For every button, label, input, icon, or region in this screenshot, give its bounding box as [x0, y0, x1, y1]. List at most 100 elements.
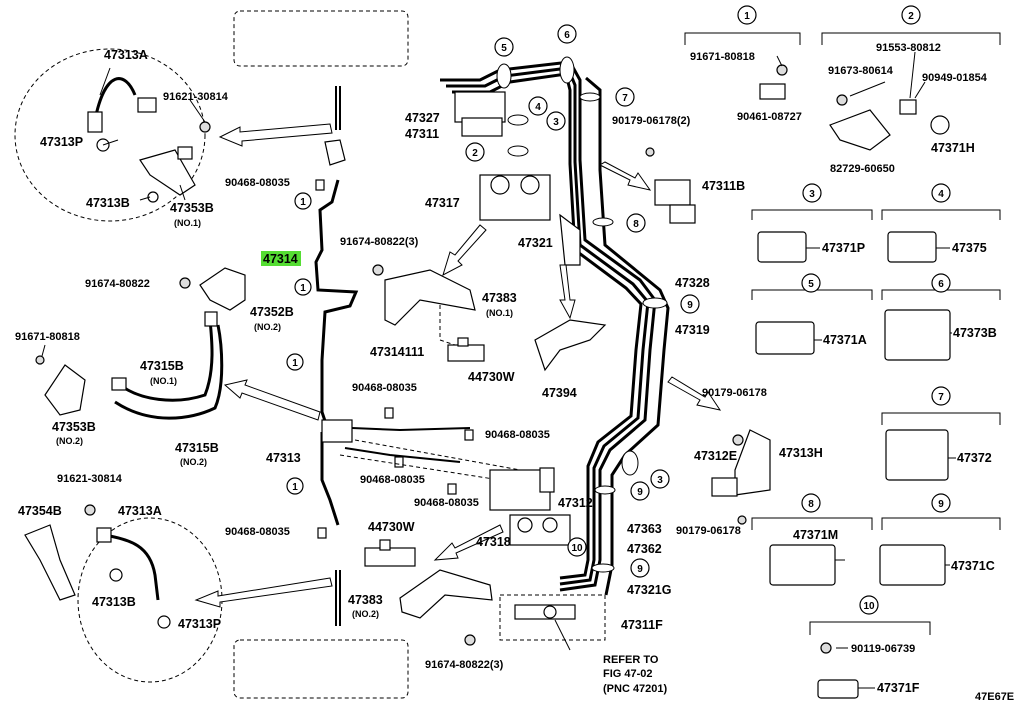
clip-47313B-top [147, 191, 159, 203]
svg-text:1: 1 [292, 358, 298, 369]
svg-text:10: 10 [863, 601, 875, 612]
label-91674-80822-a[interactable]: 91674-80822 [85, 278, 150, 290]
label-47352B[interactable]: 47352B [250, 305, 294, 319]
key-label-47371A[interactable]: 47371A [823, 333, 867, 347]
label-47313P-b[interactable]: 47313P [178, 617, 221, 631]
clip-47371M [769, 544, 836, 586]
key10-clip [817, 642, 859, 699]
arrow-to-bracket [442, 224, 487, 277]
label-47313P-top[interactable]: 47313P [40, 135, 83, 149]
bracket-47354B [24, 524, 76, 601]
bracket-47321 [559, 213, 581, 266]
svg-text:9: 9 [637, 564, 643, 575]
label-47314[interactable]: 47314 [263, 252, 298, 266]
label-47313A-b[interactable]: 47313A [118, 504, 162, 518]
label-47313A-top[interactable]: 47313A [104, 48, 148, 62]
label-47314111[interactable]: 47314111 [370, 345, 424, 359]
label-no1-b: (NO.1) [150, 376, 177, 386]
label-47313B-top[interactable]: 47313B [86, 196, 130, 210]
label-47312[interactable]: 47312 [558, 496, 593, 510]
label-47319[interactable]: 47319 [675, 323, 710, 337]
svg-text:1: 1 [292, 482, 298, 493]
label-90468-08035-c[interactable]: 90468-08035 [485, 429, 550, 441]
label-90179-06178-a[interactable]: 90179-06178 [702, 387, 767, 399]
svg-text:3: 3 [809, 189, 815, 200]
label-47311[interactable]: 47311 [405, 127, 439, 141]
key-label-47375[interactable]: 47375 [952, 241, 987, 255]
label-47321G[interactable]: 47321G [627, 583, 671, 597]
bolt-91621-bottom [84, 504, 96, 516]
svg-text:1: 1 [300, 197, 306, 208]
label-47362[interactable]: 47362 [627, 542, 662, 556]
label-47327[interactable]: 47327 [405, 111, 440, 125]
label-47353B-b[interactable]: 47353B [52, 420, 96, 434]
key-label-91671-80818[interactable]: 91671-80818 [690, 51, 755, 63]
label-refer-2: FIG 47-02 [603, 668, 653, 680]
label-refer-3: (PNC 47201) [603, 683, 668, 695]
label-91671-80818[interactable]: 91671-80818 [15, 331, 80, 343]
label-47321[interactable]: 47321 [518, 236, 553, 250]
svg-text:8: 8 [808, 499, 814, 510]
key-panel: 1 2 3 4 5 6 7 8 9 10 [684, 5, 1001, 699]
arrow-to-47311B [598, 161, 652, 191]
key-label-82729-60650[interactable]: 82729-60650 [830, 163, 895, 175]
bracket-upper-left [324, 139, 346, 166]
label-90179-06178-2[interactable]: 90179-06178(2) [612, 115, 691, 127]
bracket-47383-no2 [399, 569, 493, 619]
label-47312E[interactable]: 47312E [694, 449, 737, 463]
key-label-47371C[interactable]: 47371C [951, 559, 995, 573]
key-label-91553-80812[interactable]: 91553-80812 [876, 42, 941, 54]
label-47313[interactable]: 47313 [266, 451, 301, 465]
key-label-47371F[interactable]: 47371F [877, 681, 920, 695]
svg-text:4: 4 [535, 102, 541, 113]
label-47311B[interactable]: 47311B [702, 179, 745, 193]
label-47313H[interactable]: 47313H [779, 446, 823, 460]
key-label-47371H[interactable]: 47371H [931, 141, 975, 155]
clip-47371A [755, 321, 815, 355]
key-label-47372[interactable]: 47372 [957, 451, 992, 465]
label-91674-80822-3a[interactable]: 91674-80822(3) [340, 236, 419, 248]
key-label-47371M[interactable]: 47371M [793, 528, 838, 542]
label-47315B-2[interactable]: 47315B [175, 441, 219, 455]
label-47328[interactable]: 47328 [675, 276, 710, 290]
label-91621-30814-b[interactable]: 91621-30814 [57, 473, 123, 485]
label-47318[interactable]: 47318 [476, 535, 511, 549]
key-label-47373B[interactable]: 47373B [953, 326, 997, 340]
junction-47327 [454, 91, 506, 137]
key-label-91673-80614[interactable]: 91673-80614 [828, 65, 894, 77]
label-44730W-a[interactable]: 44730W [468, 370, 515, 384]
label-47354B[interactable]: 47354B [18, 504, 62, 518]
svg-text:7: 7 [938, 392, 944, 403]
label-47383-1[interactable]: 47383 [482, 291, 517, 305]
label-90468-08035-d[interactable]: 90468-08035 [360, 474, 425, 486]
label-90468-08035-a[interactable]: 90468-08035 [225, 177, 290, 189]
key-label-47371P[interactable]: 47371P [822, 241, 865, 255]
hose-47313A-top [87, 77, 157, 133]
key-label-90949-01854[interactable]: 90949-01854 [922, 72, 988, 84]
label-90179-06178-b[interactable]: 90179-06178 [676, 525, 741, 537]
label-47363[interactable]: 47363 [627, 522, 662, 536]
label-90468-08035-e[interactable]: 90468-08035 [414, 497, 479, 509]
label-44730W-b[interactable]: 44730W [368, 520, 415, 534]
key-label-90119-06739[interactable]: 90119-06739 [851, 643, 915, 655]
label-47315B-1[interactable]: 47315B [140, 359, 184, 373]
label-47311F[interactable]: 47311F [621, 618, 663, 632]
label-91621-30814-top[interactable]: 91621-30814 [163, 91, 229, 103]
label-47353B-top[interactable]: 47353B [170, 201, 214, 215]
arrow-to-bottom-detail [194, 577, 333, 608]
bracket-47313H [732, 429, 771, 496]
key-label-90461-08727[interactable]: 90461-08727 [737, 111, 802, 123]
bracket-47353B-top [139, 146, 196, 196]
label-47383-2[interactable]: 47383 [348, 593, 383, 607]
label-90468-08035-f[interactable]: 90468-08035 [225, 526, 290, 538]
valve-44730W-b [364, 539, 416, 567]
arrow-to-lower-bracket [433, 524, 504, 561]
bracket-47352B [199, 267, 246, 311]
label-91674-80822-3b[interactable]: 91674-80822(3) [425, 659, 504, 671]
svg-text:4: 4 [938, 189, 944, 200]
label-47394[interactable]: 47394 [542, 386, 577, 400]
arrow-to-47394 [559, 264, 576, 320]
label-47317[interactable]: 47317 [425, 196, 460, 210]
label-47313B-b[interactable]: 47313B [92, 595, 136, 609]
label-90468-08035-b[interactable]: 90468-08035 [352, 382, 417, 394]
